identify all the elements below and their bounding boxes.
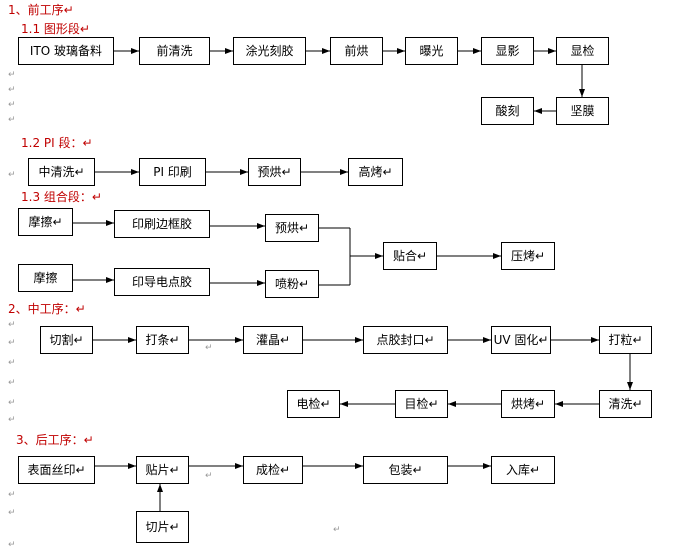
paragraph-mark: ↵ <box>205 471 213 481</box>
process-box: 入库↵ <box>491 456 555 484</box>
paragraph-mark: ↵ <box>8 170 16 180</box>
process-box: 预烘↵ <box>265 214 319 242</box>
process-box: 酸刻 <box>481 97 534 125</box>
subsection-assembly-title: 1.3 组合段：↵ <box>21 190 102 204</box>
paragraph-mark: ↵ <box>8 358 16 368</box>
process-box: 表面丝印↵ <box>18 456 95 484</box>
process-box: 中清洗↵ <box>28 158 95 186</box>
process-box: 成检↵ <box>243 456 303 484</box>
section-mid-title: 2、中工序：↵ <box>8 302 86 316</box>
process-box: 目检↵ <box>395 390 448 418</box>
process-box: 打粒↵ <box>599 326 652 354</box>
process-box: 打条↵ <box>136 326 189 354</box>
paragraph-mark: ↵ <box>8 100 16 110</box>
process-box: 灌晶↵ <box>243 326 303 354</box>
process-box: 印刷边框胶 <box>114 210 210 238</box>
process-box: 显检 <box>556 37 609 65</box>
subsection-pi-title: 1.2 PI 段：↵ <box>21 136 93 150</box>
paragraph-mark: ↵ <box>8 415 16 425</box>
section-pre-title: 1、前工序↵ <box>8 3 74 17</box>
process-box: 摩擦↵ <box>18 208 73 236</box>
paragraph-mark: ↵ <box>8 338 16 348</box>
paragraph-mark: ↵ <box>8 398 16 408</box>
subsection-graphics-title: 1.1 图形段↵ <box>21 22 90 36</box>
paragraph-mark: ↵ <box>205 343 213 353</box>
process-box: ITO 玻璃备料 <box>18 37 114 65</box>
process-box: 压烤↵ <box>501 242 555 270</box>
paragraph-mark: ↵ <box>8 320 16 330</box>
process-box: 预烘↵ <box>248 158 301 186</box>
paragraph-mark: ↵ <box>333 525 341 535</box>
paragraph-mark: ↵ <box>8 85 16 95</box>
process-box: 切割↵ <box>40 326 93 354</box>
process-box: 切片↵ <box>136 511 189 543</box>
process-box: 清洗↵ <box>599 390 652 418</box>
paragraph-mark: ↵ <box>8 490 16 500</box>
process-box: 摩擦 <box>18 264 73 292</box>
process-box: 显影 <box>481 37 534 65</box>
paragraph-mark: ↵ <box>8 540 16 550</box>
process-box: 曝光 <box>405 37 458 65</box>
process-box: 涂光刻胶 <box>233 37 306 65</box>
section-post-title: 3、后工序：↵ <box>16 433 94 447</box>
process-box: 印导电点胶 <box>114 268 210 296</box>
paragraph-mark: ↵ <box>8 70 16 80</box>
process-box: 贴合↵ <box>383 242 437 270</box>
process-box: 前清洗 <box>139 37 210 65</box>
paragraph-mark: ↵ <box>8 378 16 388</box>
process-box: 贴片↵ <box>136 456 189 484</box>
process-box: 包装↵ <box>363 456 448 484</box>
process-box: 烘烤↵ <box>501 390 555 418</box>
process-box: 喷粉↵ <box>265 270 319 298</box>
process-box: 高烤↵ <box>348 158 403 186</box>
process-box: UV 固化↵ <box>491 326 551 354</box>
process-box: 坚膜 <box>556 97 609 125</box>
process-box: 前烘 <box>330 37 383 65</box>
paragraph-mark: ↵ <box>8 115 16 125</box>
paragraph-mark: ↵ <box>8 508 16 518</box>
process-box: PI 印刷 <box>139 158 206 186</box>
process-box: 电检↵ <box>287 390 340 418</box>
process-box: 点胶封口↵ <box>363 326 448 354</box>
